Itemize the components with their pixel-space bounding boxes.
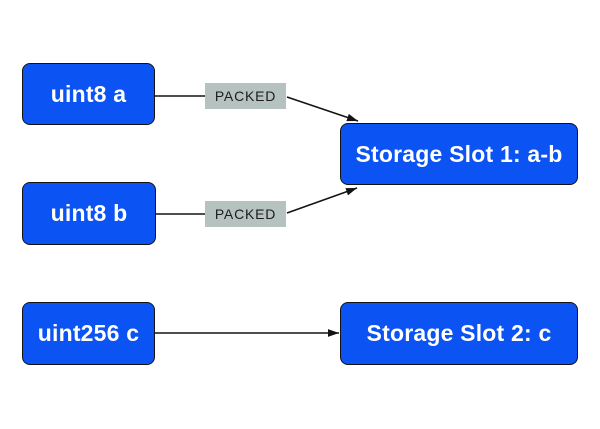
node-uint8-a: uint8 a — [22, 63, 155, 125]
node-uint8-a-label: uint8 a — [50, 80, 127, 107]
node-storage-slot-2-label: Storage Slot 2: c — [366, 320, 552, 346]
node-storage-slot-1: Storage Slot 1: a-b — [340, 123, 578, 185]
node-uint256-c: uint256 c — [22, 302, 155, 365]
edge-label-packed-b-text: PACKED — [214, 206, 277, 222]
arrow-packed-a-to-slot1 — [286, 96, 359, 122]
edge-label-packed-b: PACKED — [205, 201, 286, 227]
edge-label-packed-a-text: PACKED — [214, 88, 277, 104]
arrow-packed-b-to-slot1 — [286, 187, 358, 214]
edge-label-packed-a: PACKED — [205, 83, 286, 109]
node-uint8-b-label: uint8 b — [50, 200, 128, 226]
node-storage-slot-1-label: Storage Slot 1: a-b — [355, 140, 563, 167]
node-uint8-b: uint8 b — [22, 182, 156, 245]
node-storage-slot-2: Storage Slot 2: c — [340, 302, 578, 365]
node-uint256-c-label: uint256 c — [37, 320, 140, 346]
